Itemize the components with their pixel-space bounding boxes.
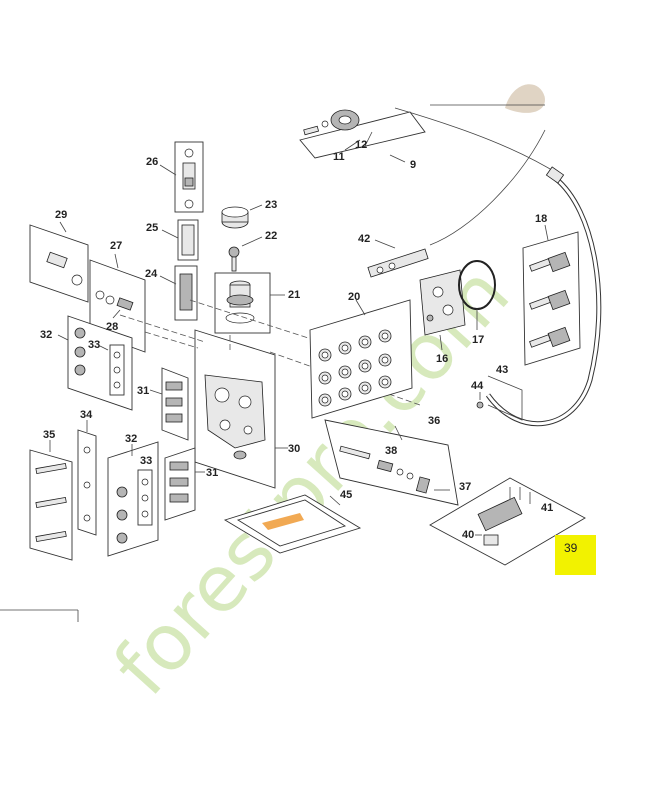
callout-21: 21 — [288, 289, 300, 301]
callout-22: 22 — [265, 230, 277, 242]
callout-39: 39 — [564, 541, 578, 555]
callout-30: 30 — [288, 443, 300, 455]
callout-20: 20 — [348, 291, 360, 303]
callout-28: 28 — [106, 321, 118, 333]
highlight-box — [555, 535, 596, 575]
callout-23: 23 — [265, 199, 277, 211]
part-31-lower — [164, 447, 205, 521]
part-17-o-ring — [458, 260, 496, 330]
callout-12: 12 — [355, 139, 367, 151]
part-16-crankcase — [419, 269, 466, 351]
part-36-38 — [324, 419, 459, 506]
part-29-panel — [29, 221, 89, 303]
part-43-44 — [476, 375, 523, 421]
callout-18: 18 — [535, 213, 547, 225]
part-42 — [367, 239, 429, 278]
callout-35: 35 — [43, 429, 55, 441]
callout-40: 40 — [462, 529, 474, 541]
part-23-cap — [221, 204, 263, 229]
callout-33-upper: 33 — [88, 339, 100, 351]
dashed-guides — [119, 299, 421, 406]
part-32-33-panel-lower — [107, 441, 159, 557]
part-22-bolt — [228, 236, 263, 272]
highlighted-callout-39[interactable]: 39 — [555, 535, 596, 575]
callout-33-lower: 33 — [140, 455, 152, 467]
hose — [485, 166, 602, 427]
callout-36: 36 — [428, 415, 440, 427]
callout-32-upper: 32 — [40, 329, 52, 341]
part-30-pump-head — [194, 329, 288, 489]
part-40-41-panel — [429, 477, 586, 566]
callout-9: 9 — [410, 159, 416, 171]
callout-38: 38 — [385, 445, 397, 457]
callout-34: 34 — [80, 409, 93, 421]
part-32-33-panel-upper — [57, 315, 133, 411]
part-31-upper — [149, 367, 189, 441]
part-35-bolts — [29, 440, 73, 561]
callout-26: 26 — [146, 156, 158, 168]
callout-41: 41 — [541, 502, 553, 514]
part-18-plungers — [522, 224, 581, 366]
callout-31-upper: 31 — [137, 385, 149, 397]
part-26-valve — [159, 141, 204, 213]
callout-25: 25 — [146, 222, 158, 234]
callout-32-lower: 32 — [125, 433, 137, 445]
callout-44: 44 — [471, 380, 484, 392]
part-25 — [161, 219, 199, 261]
callout-24: 24 — [145, 268, 158, 280]
part-45-gasket — [223, 494, 362, 554]
callout-29: 29 — [55, 209, 67, 221]
part-24 — [159, 265, 198, 321]
callout-43: 43 — [496, 364, 508, 376]
callout-37: 37 — [459, 481, 471, 493]
callout-31-lower: 31 — [206, 467, 218, 479]
callout-27: 27 — [110, 240, 122, 252]
part-20-seals — [309, 299, 413, 419]
callout-45: 45 — [340, 489, 352, 501]
callout-16: 16 — [436, 353, 448, 365]
callout-17: 17 — [472, 334, 484, 346]
callout-labels: 9 11 12 16 17 18 20 21 22 23 24 25 26 27… — [40, 139, 553, 541]
frame-lines — [0, 104, 561, 622]
callout-11: 11 — [333, 151, 345, 163]
part-34-strip — [77, 420, 97, 536]
callout-42: 42 — [358, 233, 370, 245]
part-group-9-11-12 — [299, 109, 426, 163]
part-21-piston — [214, 272, 285, 334]
